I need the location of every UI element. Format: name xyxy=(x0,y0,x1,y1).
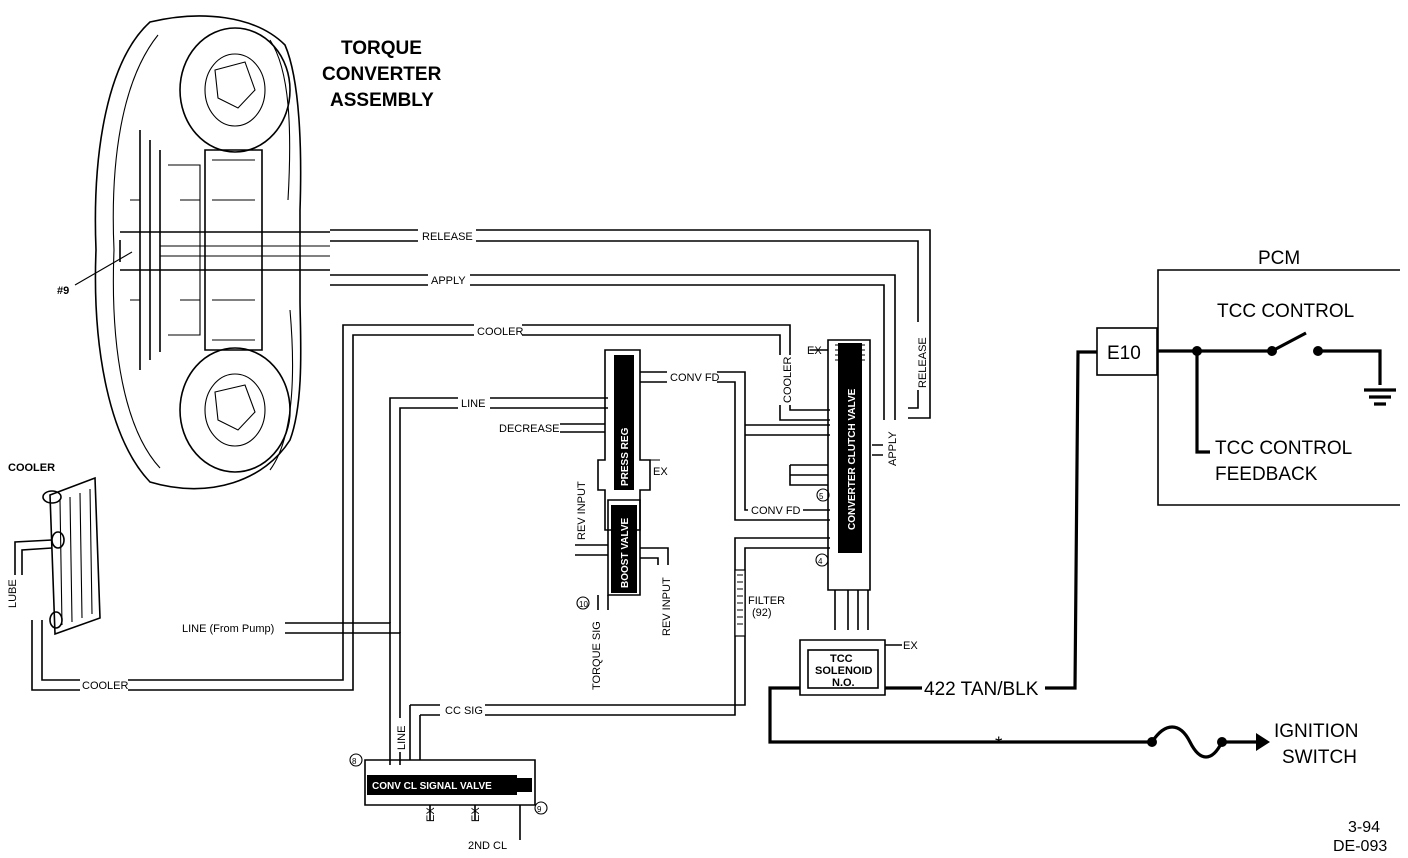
filter-label: FILTER xyxy=(748,595,785,607)
signal-ex-right: EX xyxy=(470,807,482,822)
lube-label: LUBE xyxy=(7,579,19,608)
line-from-pump-label: LINE (From Pump) xyxy=(182,623,274,635)
line-from-pump: LINE (From Pump) xyxy=(182,622,401,765)
tcc-feedback-line1: TCC CONTROL xyxy=(1215,438,1352,459)
second-cl-label: 2ND CL xyxy=(468,840,507,852)
figure-code-line1: 3-94 xyxy=(1348,819,1380,836)
signal-valve-label: CONV CL SIGNAL VALVE xyxy=(372,781,492,792)
converter-clutch-label: CONVERTER CLUTCH VALVE xyxy=(847,388,858,530)
line-top-label: LINE xyxy=(461,398,485,410)
ref-5: 5 xyxy=(819,492,824,501)
converter-title-line3: ASSEMBLY xyxy=(330,90,434,111)
splice-star: * xyxy=(995,734,1003,755)
ccv-ex-label: EX xyxy=(807,345,822,357)
solenoid-line3: N.O. xyxy=(832,677,855,689)
pcm-module: PCM E10 TCC CONTROL TCC CONTROL FEEDBACK xyxy=(1096,248,1400,506)
press-reg-label: PRESS REG xyxy=(620,427,631,486)
ref-8: 8 xyxy=(352,757,357,766)
wiring: 422 TAN/BLK * IGNITION SWITCH xyxy=(768,350,1358,768)
apply-vertical-label: APPLY xyxy=(887,431,899,466)
filter-ref-label: (92) xyxy=(752,607,772,619)
torque-converter: #9 xyxy=(57,15,330,490)
converter-clutch-valve: CONVERTER CLUTCH VALVE EX 5 4 xyxy=(789,339,871,630)
release-label: RELEASE xyxy=(422,231,473,243)
cooler-unit: COOLER LUBE xyxy=(7,462,101,636)
apply-label: APPLY xyxy=(431,275,466,287)
press-reg-ex-label: EX xyxy=(653,466,668,478)
conv-fd-top-label: CONV FD xyxy=(670,372,720,384)
fuse-icon xyxy=(1150,725,1224,759)
signal-ex-left: EX xyxy=(425,807,437,822)
solenoid-line1: TCC xyxy=(830,653,853,665)
signal-valve: CONV CL SIGNAL VALVE LINE EX EX 2ND CL 8… xyxy=(349,705,548,852)
cooler-line: COOLER COOLER COOLER xyxy=(31,323,830,692)
arrow-right-icon xyxy=(1256,733,1270,751)
cooler-top-label: COOLER xyxy=(477,326,524,338)
line-top: LINE xyxy=(389,395,608,633)
e10-connector: E10 xyxy=(1107,343,1141,364)
rev-input-left-label: REV INPUT xyxy=(576,481,588,540)
solenoid-line2: SOLENOID xyxy=(815,665,873,677)
cc-sig-label: CC SIG xyxy=(445,705,483,717)
ground-icon xyxy=(1364,388,1396,406)
line-vertical-label: LINE xyxy=(396,726,408,750)
converter-title-line2: CONVERTER xyxy=(322,64,442,85)
apply-line: APPLY APPLY xyxy=(330,272,899,468)
cooler-vertical-label: COOLER xyxy=(782,356,794,403)
circuit-label: 422 TAN/BLK xyxy=(924,679,1039,700)
tcc-feedback-line2: FEEDBACK xyxy=(1215,464,1318,485)
tcc-solenoid: TCC SOLENOID N.O. EX xyxy=(799,639,918,696)
conv-fd-mid-label: CONV FD xyxy=(751,505,801,517)
cc-sig-line: FILTER (92) CC SIG xyxy=(410,537,830,717)
cooler-unit-label: COOLER xyxy=(8,462,55,474)
ignition-line1: IGNITION xyxy=(1274,721,1358,742)
converter-ref-label: #9 xyxy=(57,285,69,297)
conv-fd-line: CONV FD CONV FD xyxy=(640,369,830,521)
converter-title-line1: TORQUE xyxy=(341,38,422,59)
figure-code-line2: DE-093 xyxy=(1333,838,1387,855)
ref-9: 9 xyxy=(537,805,542,814)
ref-10: 10 xyxy=(579,600,588,609)
rev-input-right-label: REV INPUT xyxy=(661,577,673,636)
pcm-title: PCM xyxy=(1258,248,1300,269)
ignition-line2: SWITCH xyxy=(1282,747,1357,768)
release-vertical-label: RELEASE xyxy=(917,337,929,388)
boost-valve-label: BOOST VALVE xyxy=(620,517,631,588)
ref-4: 4 xyxy=(818,557,823,566)
boost-valve: BOOST VALVE REV INPUT REV INPUT TORQUE S… xyxy=(575,481,673,690)
tcc-switch xyxy=(1271,331,1307,353)
solenoid-ex-label: EX xyxy=(903,640,918,652)
tcc-control-label: TCC CONTROL xyxy=(1217,301,1354,322)
cooler-bottom-label: COOLER xyxy=(82,680,129,692)
release-line: RELEASE RELEASE xyxy=(330,228,931,419)
torque-sig-label: TORQUE SIG xyxy=(591,621,603,690)
decrease-label: DECREASE xyxy=(499,423,560,435)
